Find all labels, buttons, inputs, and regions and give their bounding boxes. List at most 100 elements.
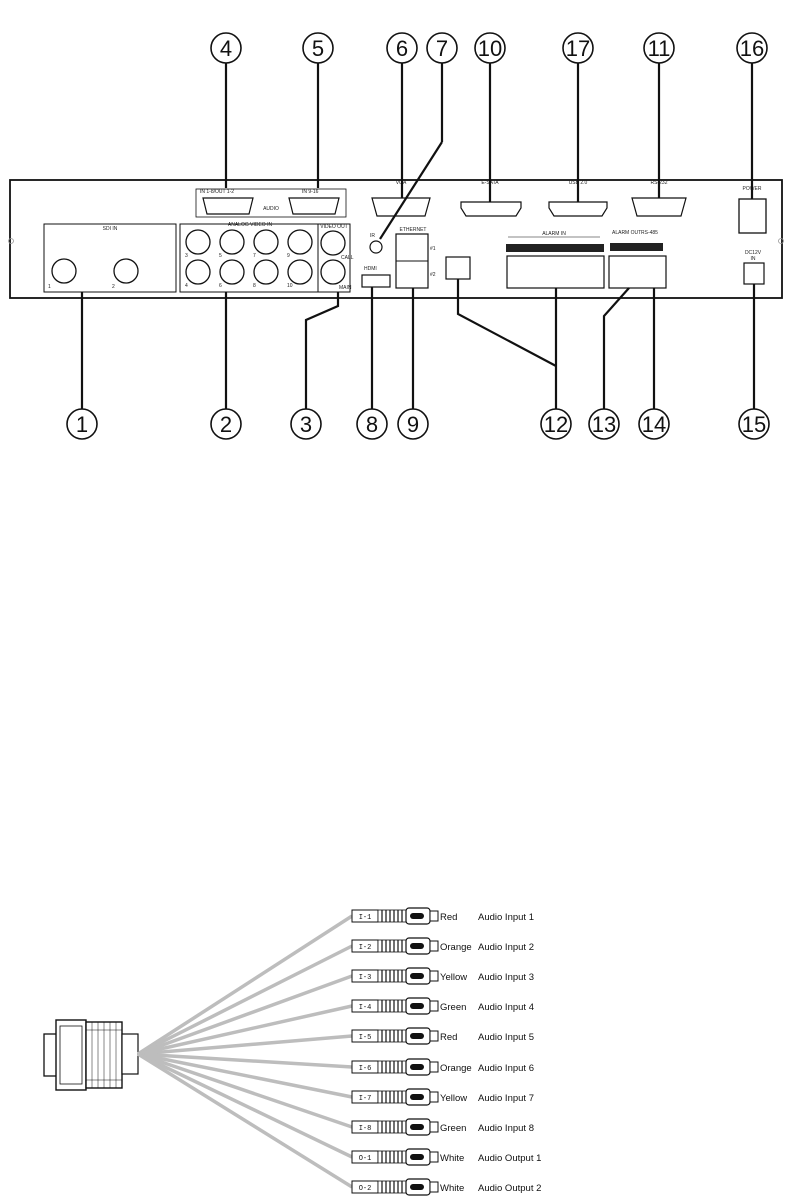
alarm-out-terminal xyxy=(608,255,667,289)
callout-circle xyxy=(426,32,458,64)
cable-tag: O-1 xyxy=(359,1155,372,1163)
callout-circle xyxy=(540,408,572,440)
rs232-port xyxy=(631,197,687,217)
power-switch xyxy=(738,198,767,234)
callout-circle xyxy=(290,408,322,440)
rca-plug-row: O-2 White Audio Output 2 xyxy=(351,1178,541,1196)
rca-plug-row: I-4 Green Audio Input 4 xyxy=(351,997,534,1015)
wire-color: White xyxy=(440,1183,464,1194)
audio-db-port-2 xyxy=(288,197,340,215)
callout-circle xyxy=(302,32,334,64)
eth-2-label: #2 xyxy=(430,272,436,278)
cable-tag: I-6 xyxy=(359,1065,372,1073)
bnc-number: 8 xyxy=(253,283,256,289)
dc-in-label: IN xyxy=(751,256,756,262)
audio-channel-label: Audio Input 2 xyxy=(478,942,534,953)
rca-plug-row: I-1 Red Audio Input 1 xyxy=(351,907,534,925)
screw-left xyxy=(8,238,14,244)
rca-plug-row: I-5 Red Audio Input 5 xyxy=(351,1027,534,1045)
callout-number: 1 xyxy=(76,412,88,437)
audio-channel-label: Audio Input 7 xyxy=(478,1093,534,1104)
bnc-connector xyxy=(253,229,279,255)
callout-number: 14 xyxy=(642,412,666,437)
callout-circle xyxy=(386,32,418,64)
bnc-connector xyxy=(287,259,313,285)
rca-plug-row: I-2 Orange Audio Input 2 xyxy=(351,937,534,955)
callout-number: 5 xyxy=(312,36,324,61)
bnc-number: 4 xyxy=(185,283,188,289)
sdi-in-label: SDI IN xyxy=(103,226,118,232)
callout-number: 6 xyxy=(396,36,408,61)
alarm-out-label: ALARM OUT xyxy=(612,230,641,236)
wire-color: Yellow xyxy=(440,1093,467,1104)
audio-channel-label: Audio Input 1 xyxy=(478,912,534,923)
wire-color: Red xyxy=(440,912,457,923)
callout-number: 2 xyxy=(220,412,232,437)
ethernet-label: ETHERNET xyxy=(400,227,427,233)
audio-channel-label: Audio Output 1 xyxy=(478,1153,541,1164)
analog-video-in-section: ANALOG VIDEO IN 3 5 7 9 4 6 8 10 xyxy=(179,222,319,293)
rca-plug-row: I-7 Yellow Audio Input 7 xyxy=(351,1088,534,1106)
bnc-connector xyxy=(185,259,211,285)
rear-panel: SDI IN 1 2 IN 1-8/OUT 1-2 IN 9-16 AUDIO … xyxy=(8,179,784,299)
wire-color: Yellow xyxy=(440,972,467,983)
audio-in-out-label: IN 1-8/OUT 1-2 xyxy=(200,189,234,195)
cable-wires xyxy=(137,914,353,1189)
alarm-in-terminal xyxy=(506,255,605,289)
callout-number: 3 xyxy=(300,412,312,437)
sdi-connector-2 xyxy=(113,258,139,284)
bnc-number: 7 xyxy=(253,253,256,259)
bnc-number: 10 xyxy=(287,283,293,289)
rca-plugs: I-1 Red Audio Input 1 I-2 Orange Audio I… xyxy=(351,907,541,1196)
callout-number: 4 xyxy=(220,36,232,61)
callout-number: 17 xyxy=(566,36,590,61)
bnc-connector xyxy=(219,229,245,255)
bnc-connector xyxy=(287,229,313,255)
alarm-terminal-small xyxy=(445,256,471,280)
alarm-in-section: ALARM IN xyxy=(506,231,605,289)
callout-number: 16 xyxy=(740,36,764,61)
callout-number: 12 xyxy=(544,412,568,437)
bnc-number: 5 xyxy=(219,253,222,259)
alarm-out-section: ALARM OUT RS-485 xyxy=(608,230,667,289)
cable-tag: I-7 xyxy=(359,1095,372,1103)
sdi-in-section: SDI IN 1 2 xyxy=(43,223,177,293)
esata-port xyxy=(460,201,522,217)
alarm-out-pin-strip xyxy=(610,243,663,251)
wire-color: Orange xyxy=(440,1063,472,1074)
bnc-connector xyxy=(253,259,279,285)
audio-channel-label: Audio Input 4 xyxy=(478,1002,534,1013)
cable-tag: I-4 xyxy=(359,1004,372,1012)
alarm-in-pin-strip xyxy=(506,244,604,252)
analog-video-in-label: ANALOG VIDEO IN xyxy=(228,222,273,228)
main-label: MAIN xyxy=(339,285,352,291)
callout-circle xyxy=(210,32,242,64)
audio-channel-label: Audio Input 5 xyxy=(478,1032,534,1043)
wire-color: Green xyxy=(440,1002,466,1013)
callouts-top: 4 5 6 7 10 17 11 16 xyxy=(210,32,768,64)
audio-channel-label: Audio Output 2 xyxy=(478,1183,541,1194)
bnc-connector xyxy=(219,259,245,285)
wire-color: White xyxy=(440,1153,464,1164)
wire-color: Red xyxy=(440,1032,457,1043)
cable-tag: I-2 xyxy=(359,944,372,952)
audio-channel-label: Audio Input 8 xyxy=(478,1123,534,1134)
dc-power-jack xyxy=(743,262,765,285)
alarm-in-label: ALARM IN xyxy=(542,231,566,237)
callout-circle xyxy=(738,408,770,440)
cable-tag: I-5 xyxy=(359,1034,372,1042)
callout-circle xyxy=(736,32,768,64)
ethernet-section: ETHERNET #1 #2 xyxy=(395,227,436,289)
sdi-2-label: 2 xyxy=(112,284,115,290)
callout-circle xyxy=(474,32,506,64)
audio-channel-label: Audio Input 6 xyxy=(478,1063,534,1074)
callout-number: 10 xyxy=(478,36,502,61)
bnc-connector xyxy=(185,229,211,255)
callout-circle xyxy=(356,408,388,440)
db-connector-plug xyxy=(43,1019,139,1091)
bnc-number: 9 xyxy=(287,253,290,259)
callout-circle xyxy=(588,408,620,440)
cable-tag: I-1 xyxy=(359,914,372,922)
cable-tag: O-2 xyxy=(359,1185,372,1193)
